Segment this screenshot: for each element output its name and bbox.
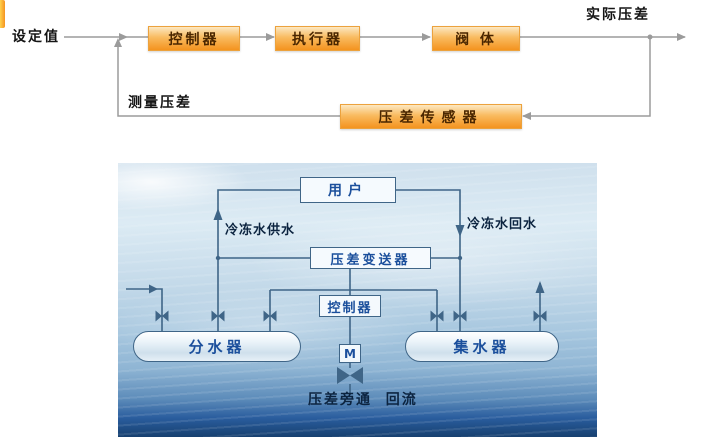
setpoint-label: 设定值 xyxy=(12,29,60,45)
junction-dot xyxy=(647,34,653,40)
motor-actuator-box: M xyxy=(339,344,361,363)
arrow-right-icon xyxy=(266,33,275,41)
actual-pressure-label: 实际压差 xyxy=(586,7,650,23)
valve-icon xyxy=(430,310,444,322)
arrow-down-icon xyxy=(455,225,465,237)
distributor-tank: 分水器 xyxy=(133,331,301,362)
valve-icon xyxy=(533,310,547,322)
junction-dot xyxy=(215,255,221,261)
arrow-up-icon xyxy=(114,38,122,47)
collector-tank: 集水器 xyxy=(405,331,559,362)
piping-diagram-panel: 用户 冷冻水供水 冷冻水回水 压差变送器 控制器 M 分水器 集水器 压差旁通 … xyxy=(118,163,597,437)
arrow-right-icon xyxy=(422,33,431,41)
arrow-up-icon xyxy=(535,281,545,293)
bypass-label: 压差旁通 回流 xyxy=(308,392,418,408)
valve-icon xyxy=(211,310,225,322)
feedback-right-line xyxy=(523,37,651,117)
motor-valve-icon xyxy=(337,367,363,384)
transmitter-box: 压差变送器 xyxy=(310,247,431,269)
measured-pressure-label: 测量压差 xyxy=(128,95,192,111)
arrow-right-icon xyxy=(149,284,158,294)
junction-dot xyxy=(457,255,463,261)
valve-icon xyxy=(453,310,467,322)
controller-block: 控制器 xyxy=(148,26,240,51)
return-pipe-label: 冷冻水回水 xyxy=(467,217,538,232)
page-tab-marker xyxy=(0,0,5,28)
arrow-right-icon xyxy=(677,33,686,41)
actuator-block: 执行器 xyxy=(275,26,360,51)
arrow-left-icon xyxy=(522,112,531,120)
supply-pipe-label: 冷冻水供水 xyxy=(225,223,296,238)
plant-controller-box: 控制器 xyxy=(319,295,381,317)
inlet-pipe xyxy=(126,288,163,331)
valve-icon xyxy=(155,310,169,322)
arrow-up-icon xyxy=(213,208,223,220)
valve-body-block: 阀 体 xyxy=(432,26,520,51)
arrow-right-icon xyxy=(119,33,128,41)
pressure-sensor-block: 压差传感器 xyxy=(340,104,522,129)
supply-pipe xyxy=(217,189,300,331)
valve-icon xyxy=(263,310,277,322)
user-box: 用户 xyxy=(300,177,396,203)
